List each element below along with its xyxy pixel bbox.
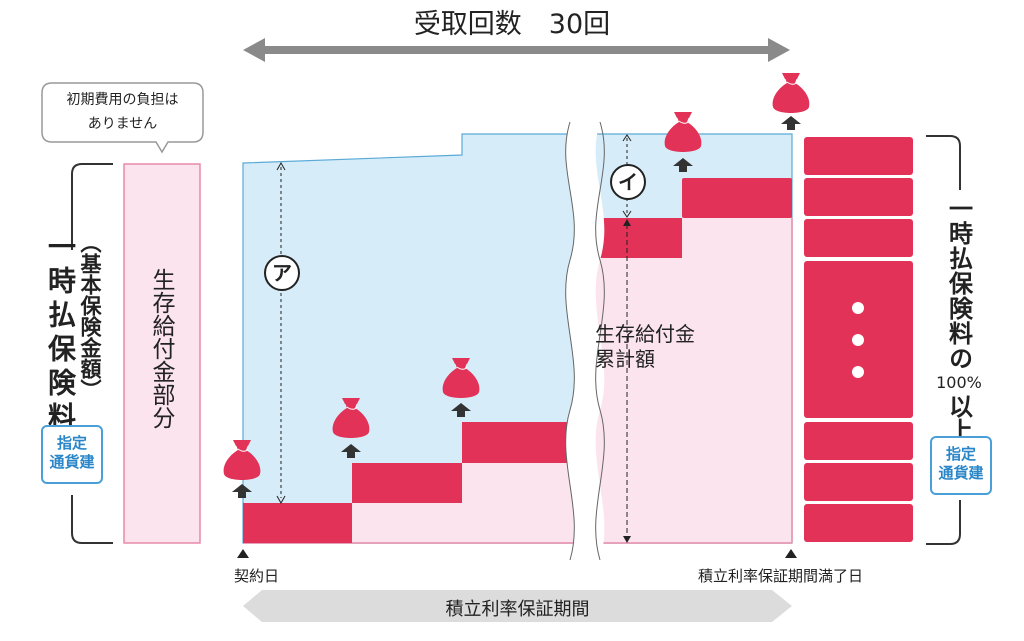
count-range-arrow xyxy=(243,38,790,62)
payment-step xyxy=(682,178,792,218)
guarantee-period-label: 積立利率保証期間 xyxy=(445,599,590,620)
right-label-main: 一時払保険料の xyxy=(944,196,973,371)
maturity-block xyxy=(804,219,913,257)
cumulative-line2: 累計額 xyxy=(595,347,655,371)
payment-step xyxy=(243,503,352,543)
marker-i: イ xyxy=(610,164,646,200)
speech-bubble xyxy=(41,82,204,154)
ellipsis-dots-icon xyxy=(852,302,864,378)
basic-amount-label: （基本保険金額） xyxy=(78,232,102,400)
right-bracket-top xyxy=(926,135,961,190)
badge-line2: 通貨建 xyxy=(49,453,95,471)
bag-icon xyxy=(664,111,702,153)
left-bracket-bottom xyxy=(71,495,113,544)
maturity-block xyxy=(804,504,913,542)
badge-line2: 通貨建 xyxy=(938,464,984,482)
right-bracket-bottom xyxy=(926,500,961,545)
badge-line1: 指定 xyxy=(56,434,87,452)
wave-break xyxy=(565,122,605,560)
bag-icon xyxy=(772,72,810,114)
badge-line1: 指定 xyxy=(945,445,976,463)
payment-step xyxy=(352,463,462,503)
bubble-line2: ありません xyxy=(87,116,158,132)
maturity-block xyxy=(804,422,913,460)
guarantee-period-end-label: 積立利率保証期間満了日 xyxy=(698,567,864,585)
no-initial-cost-bubble: 初期費用の負担は ありません xyxy=(42,88,203,136)
marker-a: ア xyxy=(264,255,300,291)
contract-date-label: 契約日 xyxy=(234,567,280,585)
survival-benefit-column xyxy=(123,163,201,544)
cumulative-amount-label: 生存給付金 累計額 xyxy=(595,322,695,372)
up-arrow-icon xyxy=(781,116,801,130)
page-title: 受取回数 30回 xyxy=(413,9,611,40)
maturity-block xyxy=(804,137,913,175)
end-marker-icon xyxy=(785,549,797,558)
premium-label-left: 一時払保険料 xyxy=(44,232,77,436)
bubble-line1: 初期費用の負担は xyxy=(66,92,179,108)
maturity-block xyxy=(804,463,913,501)
right-label-tail: 以上 xyxy=(944,394,973,442)
left-bracket-top xyxy=(71,163,113,250)
period-arrow xyxy=(243,590,792,622)
currency-badge-left: 指定 通貨建 xyxy=(41,425,103,484)
premium-label-right: 一時払保険料の 100% 以上 xyxy=(936,196,982,442)
right-label-pct: 100% xyxy=(936,373,982,392)
maturity-block xyxy=(804,178,913,216)
cumulative-area-right xyxy=(585,218,792,543)
start-marker-icon xyxy=(237,549,249,558)
cumulative-line1: 生存給付金 xyxy=(595,322,695,346)
survival-benefit-column-label: 生存給付金部分 xyxy=(148,268,174,429)
currency-badge-right: 指定 通貨建 xyxy=(930,436,992,495)
payment-step xyxy=(462,422,580,463)
